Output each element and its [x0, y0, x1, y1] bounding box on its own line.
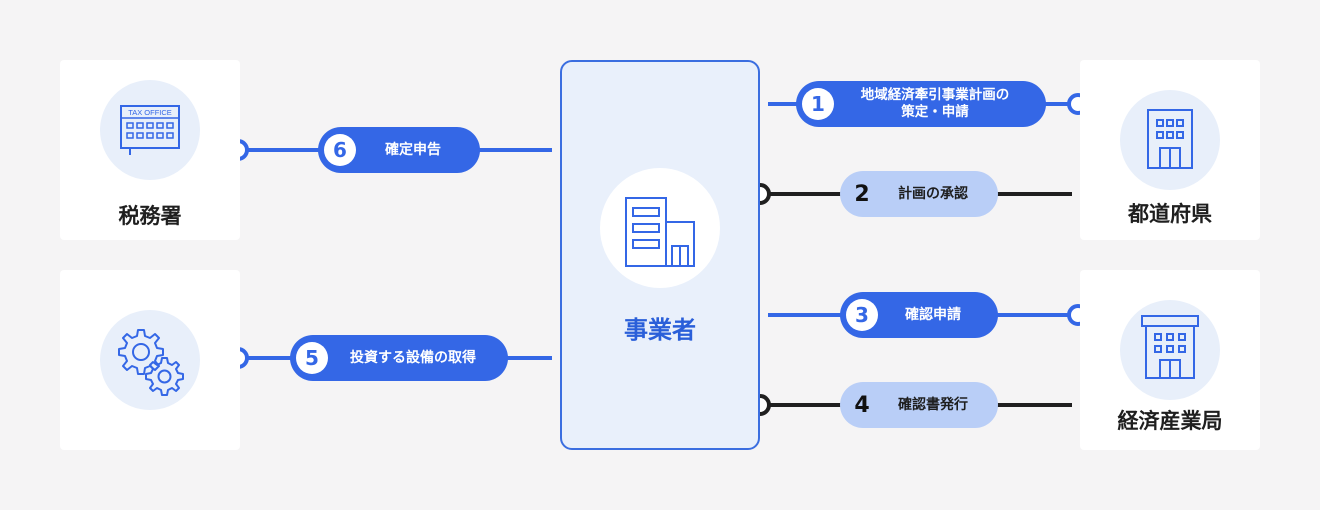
step-label: 確認申請: [905, 307, 961, 323]
step-5-pill: 5 投資する設備の取得: [290, 335, 508, 381]
meti-card: 経済産業局: [1080, 270, 1260, 450]
business-operator-box: 事業者: [560, 60, 760, 450]
step-number: 2: [854, 181, 870, 207]
step-2-pill: 2 計画の承認: [840, 171, 998, 217]
prefecture-card: 都道府県: [1080, 60, 1260, 240]
step-label: 地域経済牽引事業計画の 策定・申請: [860, 87, 1010, 120]
tax-office-label: 税務署: [118, 204, 182, 228]
step-number: 4: [854, 392, 870, 418]
step-6-pill: 6 確定申告: [318, 127, 480, 173]
step-3-pill: 3 確認申請: [840, 292, 998, 338]
step-4-pill: 4 確認書発行: [840, 382, 998, 428]
office-building-icon: [600, 168, 720, 288]
government-building-icon: [1120, 90, 1220, 190]
step-number: 1: [802, 88, 834, 120]
step-label: 計画の承認: [898, 186, 968, 202]
step-number: 6: [324, 134, 356, 166]
prefecture-label: 都道府県: [1128, 202, 1212, 226]
step-1-pill: 1 地域経済牽引事業計画の 策定・申請: [796, 81, 1046, 127]
svg-text:TAX OFFICE: TAX OFFICE: [128, 108, 172, 117]
business-operator-label: 事業者: [624, 316, 696, 344]
ministry-building-icon: [1120, 300, 1220, 400]
step-label: 確認書発行: [898, 397, 968, 413]
gears-icon: [100, 310, 200, 410]
meti-label: 経済産業局: [1117, 409, 1223, 433]
step-label: 投資する設備の取得: [350, 350, 476, 366]
tax-office-card: TAX OFFICE 税務署: [60, 60, 240, 240]
step-number: 3: [846, 299, 878, 331]
tax-office-icon: TAX OFFICE: [100, 80, 200, 180]
equipment-card: [60, 270, 240, 450]
step-label: 確定申告: [385, 142, 441, 158]
step-number: 5: [296, 342, 328, 374]
